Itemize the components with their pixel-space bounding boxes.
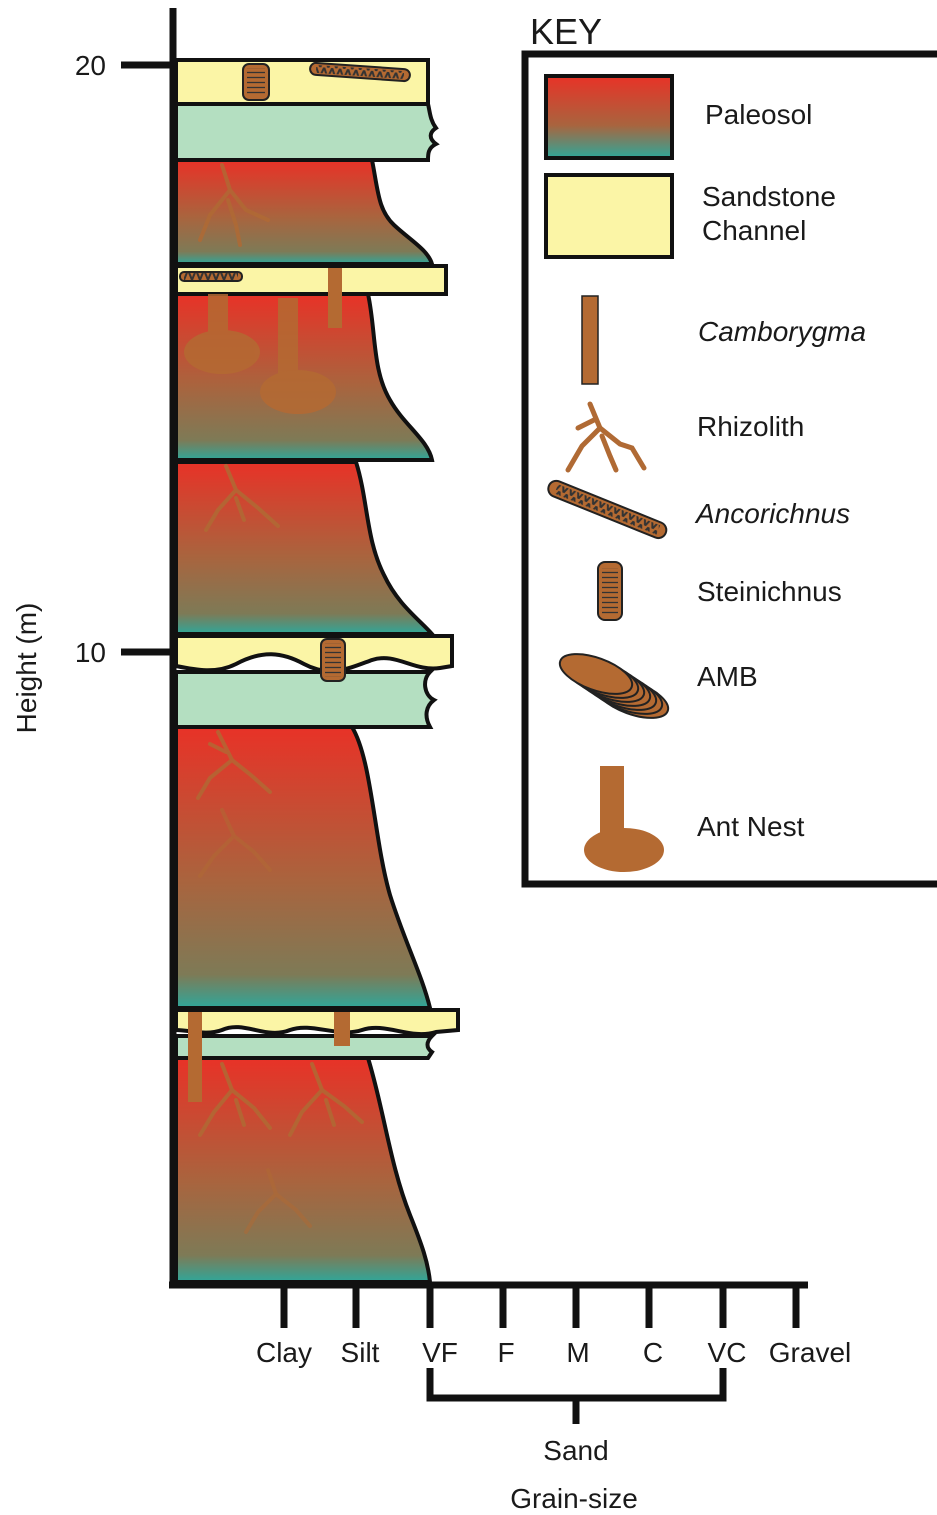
paleosol-bed-3 (176, 462, 432, 634)
camborygma-trace-channel3b (334, 1012, 350, 1046)
x-tick-label-f: F (497, 1337, 514, 1368)
key-label-sandstone-line1: Sandstone (702, 181, 836, 212)
y-axis-label: Height (m) (11, 603, 42, 734)
key-label-amb: AMB (697, 661, 758, 692)
x-tick-label-silt: Silt (341, 1337, 380, 1368)
sandstone-channel-2 (176, 636, 452, 671)
camborygma-icon (582, 296, 598, 384)
sand-bracket (430, 1368, 723, 1424)
sandstone-channel-1 (176, 60, 428, 104)
paleosol-bed-2 (176, 727, 430, 1008)
x-tick-label-c: C (643, 1337, 663, 1368)
y-tick-label-20: 20 (75, 50, 106, 81)
x-tick-label-vf: VF (422, 1337, 458, 1368)
channel-base-bed-1 (176, 104, 436, 160)
sandstone-swatch (546, 175, 672, 257)
y-tick-label-10: 10 (75, 637, 106, 668)
key-label-ant-nest: Ant Nest (697, 811, 805, 842)
key-label-camborygma: Camborygma (698, 316, 866, 347)
channel-base-bed-2 (176, 672, 434, 727)
key-label-paleosol: Paleosol (705, 99, 812, 130)
key-label-ancorichnus: Ancorichnus (694, 498, 850, 529)
sandstone-channel-3 (176, 1010, 458, 1034)
steinichnus-trace-top (243, 64, 269, 100)
channel-base-bed-3 (176, 1036, 432, 1058)
sand-bracket-label: Sand (543, 1435, 608, 1466)
key-label-rhizolith: Rhizolith (697, 411, 804, 442)
key-label-sandstone-line2: Channel (702, 215, 806, 246)
steinichnus-icon (598, 562, 622, 620)
x-tick-label-clay: Clay (256, 1337, 312, 1368)
key-label-steinichnus: Steinichnus (697, 576, 842, 607)
paleosol-bed-1 (176, 1058, 430, 1282)
x-tick-label-vc: VC (708, 1337, 747, 1368)
x-tick-label-m: M (566, 1337, 589, 1368)
ancorichnus-trace-channel4 (180, 272, 242, 281)
camborygma-trace-channel4 (328, 268, 342, 328)
paleosol-swatch (546, 76, 672, 158)
x-ticks (284, 1288, 796, 1328)
camborygma-trace-channel3a (188, 1012, 202, 1102)
x-tick-label-gravel: Gravel (769, 1337, 851, 1368)
x-axis-label: Grain-size (510, 1483, 638, 1514)
key-title: KEY (530, 11, 602, 52)
steinichnus-trace-channel2 (321, 639, 345, 681)
